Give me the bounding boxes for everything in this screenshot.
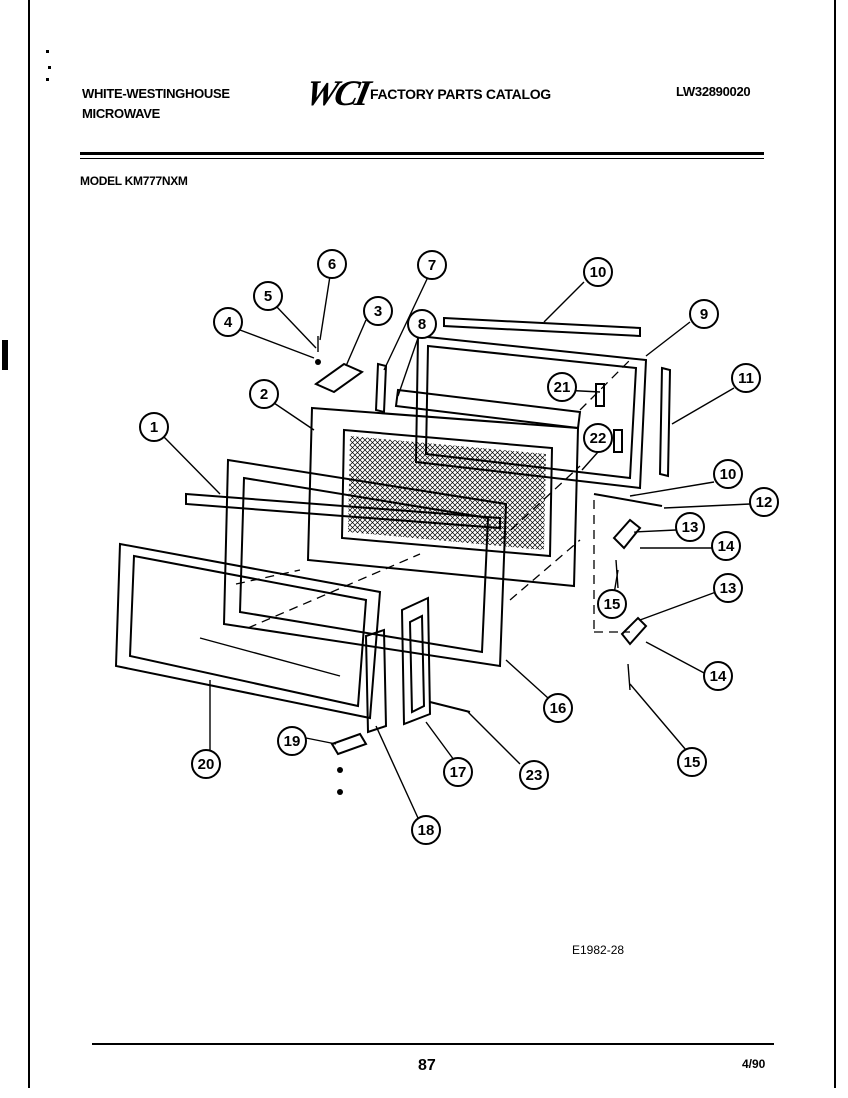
scan-speck bbox=[46, 50, 49, 53]
part-1-choke-strip bbox=[185, 492, 501, 530]
svg-text:10: 10 bbox=[720, 466, 737, 483]
callout-23: 23 bbox=[519, 760, 549, 790]
assembly-line bbox=[235, 569, 301, 585]
scan-speck bbox=[48, 66, 51, 69]
svg-text:5: 5 bbox=[264, 288, 272, 305]
assembly-line bbox=[509, 539, 581, 601]
callout-10-lower: 10 bbox=[713, 459, 743, 489]
svg-text:7: 7 bbox=[428, 257, 436, 274]
svg-text:20: 20 bbox=[198, 756, 215, 773]
svg-text:14: 14 bbox=[710, 668, 727, 685]
brand-name: WHITE-WESTINGHOUSE bbox=[82, 86, 230, 101]
svg-text:12: 12 bbox=[756, 494, 773, 511]
svg-text:1: 1 bbox=[150, 419, 158, 436]
callout-13-lower: 13 bbox=[713, 573, 743, 603]
callout-7: 7 bbox=[417, 250, 447, 280]
scan-speck bbox=[2, 340, 8, 370]
part-7-strip bbox=[374, 362, 388, 414]
svg-text:19: 19 bbox=[284, 733, 301, 750]
part-13-hinge-upper bbox=[612, 518, 642, 589]
part-23-rod bbox=[429, 701, 471, 713]
callout-18: 18 bbox=[411, 815, 441, 845]
callout-11: 11 bbox=[731, 363, 761, 393]
header-rule-thin bbox=[80, 158, 764, 159]
svg-text:23: 23 bbox=[526, 767, 543, 784]
callout-22: 22 bbox=[583, 423, 613, 453]
part-17-handle bbox=[400, 596, 432, 726]
revision-date: 4/90 bbox=[742, 1057, 766, 1071]
svg-text:10: 10 bbox=[590, 264, 607, 281]
callout-2: 2 bbox=[249, 379, 279, 409]
svg-text:11: 11 bbox=[738, 370, 754, 387]
part-18-handle-trim bbox=[364, 628, 388, 734]
svg-text:22: 22 bbox=[590, 430, 607, 447]
svg-text:15: 15 bbox=[604, 596, 621, 613]
callout-21: 21 bbox=[547, 372, 577, 402]
callout-9: 9 bbox=[689, 299, 719, 329]
model-number: MODEL KM777NXM bbox=[80, 174, 188, 188]
callout-13-upper: 13 bbox=[675, 512, 705, 542]
callout-14-upper: 14 bbox=[711, 531, 741, 561]
page-number: 87 bbox=[418, 1057, 436, 1074]
part-11-side-strip bbox=[658, 366, 672, 478]
catalog-title: FACTORY PARTS CATALOG bbox=[370, 86, 551, 102]
part-10-top-bar bbox=[443, 316, 641, 338]
svg-text:8: 8 bbox=[418, 316, 426, 333]
callout-12: 12 bbox=[749, 487, 779, 517]
part-12-lever bbox=[593, 493, 663, 507]
svg-text:17: 17 bbox=[450, 764, 467, 781]
svg-text:15: 15 bbox=[684, 754, 701, 771]
assembly-line bbox=[499, 465, 581, 541]
part-2-door-panel bbox=[306, 406, 580, 588]
svg-text:18: 18 bbox=[418, 822, 435, 839]
callout-19: 19 bbox=[277, 726, 307, 756]
callout-8: 8 bbox=[407, 309, 437, 339]
scan-speck bbox=[46, 78, 49, 81]
part-19-screws bbox=[330, 732, 368, 795]
svg-text:21: 21 bbox=[554, 379, 571, 396]
part-20-window bbox=[114, 542, 382, 720]
callout-17: 17 bbox=[443, 757, 473, 787]
callout-1: 1 bbox=[139, 412, 169, 442]
callout-3: 3 bbox=[363, 296, 393, 326]
callout-16: 16 bbox=[543, 693, 573, 723]
callout-4: 4 bbox=[213, 307, 243, 337]
svg-text:13: 13 bbox=[720, 580, 737, 597]
part-3-plate bbox=[313, 336, 365, 394]
product-type: MICROWAVE bbox=[82, 106, 160, 121]
callout-14-lower: 14 bbox=[703, 661, 733, 691]
part-13-hinge-lower bbox=[620, 616, 648, 691]
svg-text:4: 4 bbox=[224, 314, 233, 331]
part-9-frame bbox=[414, 334, 648, 490]
svg-text:6: 6 bbox=[328, 256, 336, 273]
svg-text:9: 9 bbox=[700, 306, 708, 323]
callout-15-upper: 15 bbox=[597, 589, 627, 619]
callout-10-top: 10 bbox=[583, 257, 613, 287]
leader-lines bbox=[163, 275, 751, 819]
svg-text:16: 16 bbox=[550, 700, 567, 717]
callout-15-lower: 15 bbox=[677, 747, 707, 777]
assembly-line bbox=[579, 359, 631, 411]
svg-text:13: 13 bbox=[682, 519, 699, 536]
svg-text:14: 14 bbox=[718, 538, 735, 555]
svg-text:2: 2 bbox=[260, 386, 268, 403]
header-rule bbox=[80, 152, 764, 155]
callout-6: 6 bbox=[317, 249, 347, 279]
callout-5: 5 bbox=[253, 281, 283, 311]
document-number: LW32890020 bbox=[676, 84, 751, 99]
page-border bbox=[28, 0, 836, 1088]
assembly-line bbox=[247, 553, 421, 629]
figure-code: E1982-28 bbox=[572, 943, 625, 957]
footer-rule bbox=[92, 1043, 774, 1045]
callout-20: 20 bbox=[191, 749, 221, 779]
svg-text:3: 3 bbox=[374, 303, 382, 320]
